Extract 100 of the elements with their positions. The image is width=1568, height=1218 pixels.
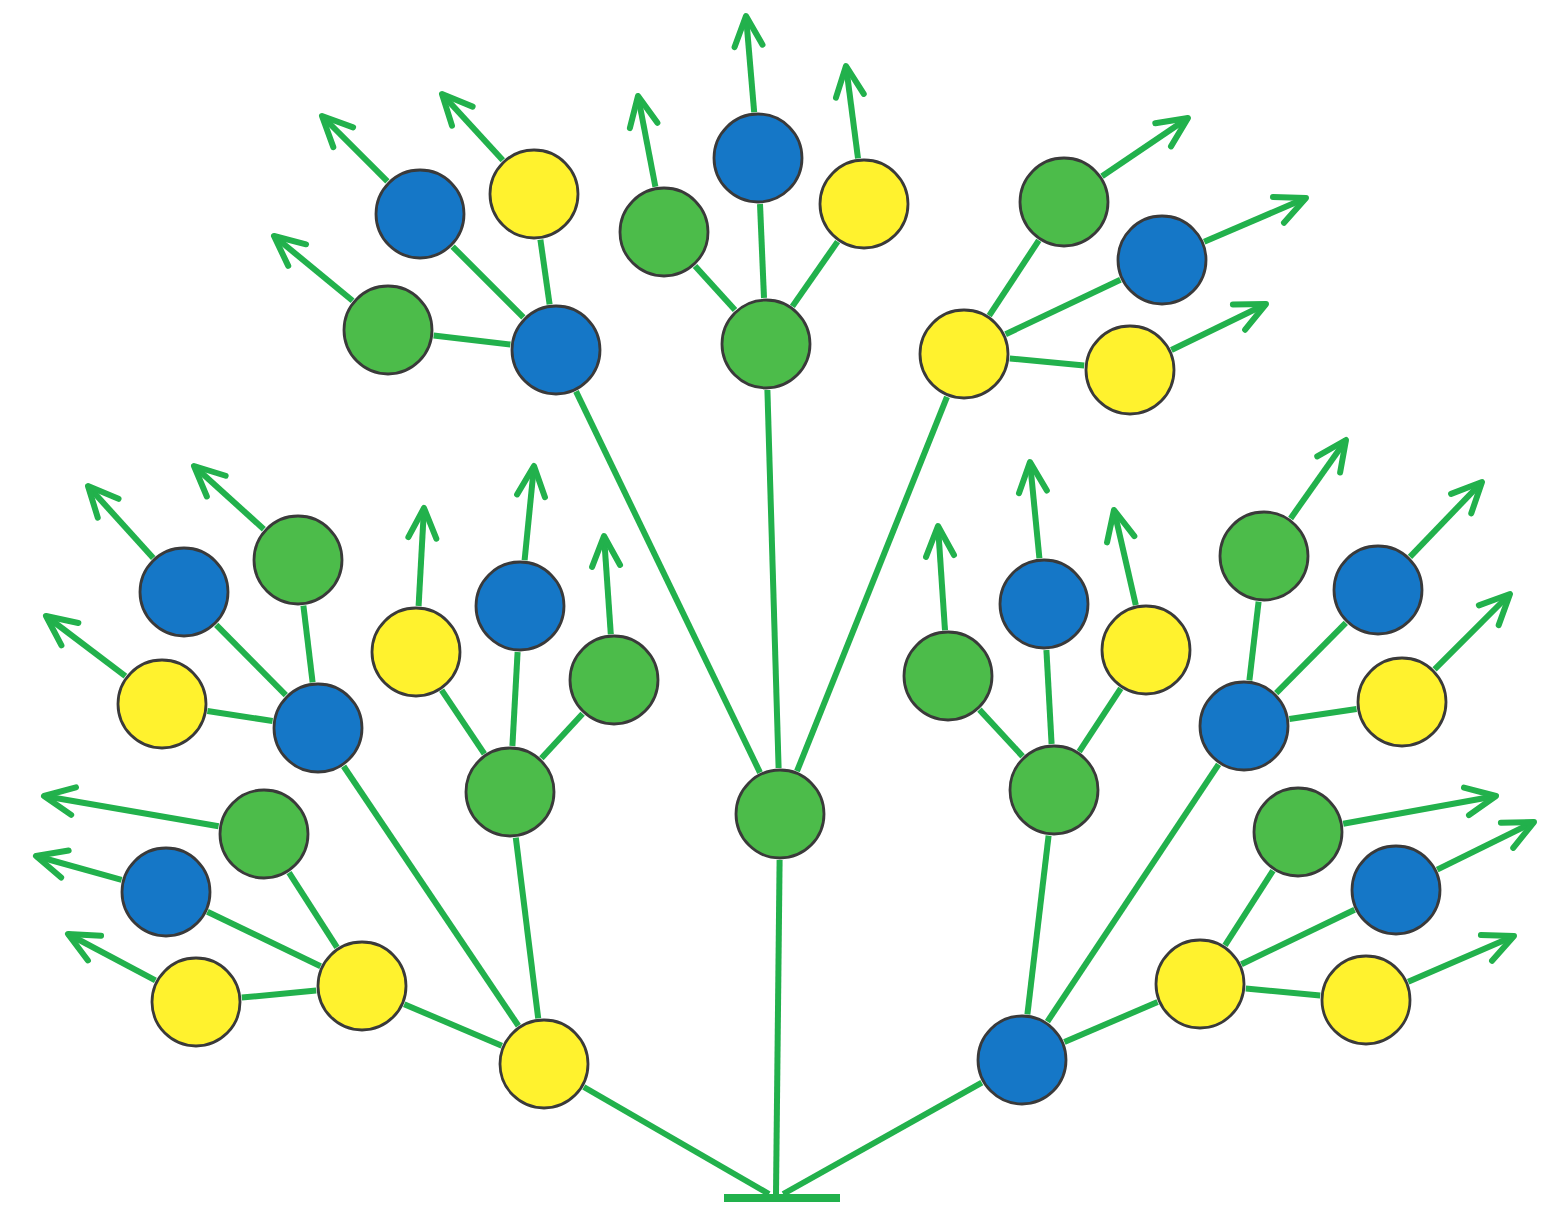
node-circle xyxy=(1356,656,1448,748)
node-circle xyxy=(1218,510,1310,602)
arrow xyxy=(33,847,123,883)
connector-line xyxy=(1063,999,1159,1045)
arrow xyxy=(1170,301,1269,353)
node-circle xyxy=(218,788,310,880)
node-circle xyxy=(374,168,466,260)
connector-line xyxy=(692,264,738,312)
node-circle xyxy=(998,558,1090,650)
node-circle xyxy=(150,956,242,1048)
connector-line xyxy=(1246,601,1262,681)
node-circle xyxy=(1320,954,1412,1046)
connector-line xyxy=(1004,277,1122,337)
node-circle xyxy=(720,298,812,390)
arrow xyxy=(271,233,355,304)
node-circle xyxy=(510,304,602,396)
connector-line xyxy=(773,859,783,1195)
connector-line xyxy=(573,390,763,774)
connector-line xyxy=(1222,868,1276,948)
arrow xyxy=(85,483,156,560)
connector-line xyxy=(1009,355,1085,369)
arrow xyxy=(405,505,440,607)
connector-line xyxy=(582,1084,771,1197)
node-circle xyxy=(1198,680,1290,772)
arrow xyxy=(1342,784,1499,827)
node-circle xyxy=(370,606,462,698)
node-circle xyxy=(488,148,580,240)
arrow xyxy=(589,533,624,635)
connector-line xyxy=(512,837,542,1019)
connector-line xyxy=(300,605,316,683)
arrow xyxy=(319,113,390,184)
connector-line xyxy=(439,688,487,756)
node-circle xyxy=(342,284,434,376)
connector-line xyxy=(794,395,950,773)
connector-line xyxy=(1076,686,1124,754)
arrow xyxy=(1432,591,1513,672)
arrow xyxy=(439,91,505,163)
arrow xyxy=(1288,437,1349,521)
node-circle xyxy=(116,658,208,750)
connector-line xyxy=(214,622,288,698)
arrow xyxy=(1407,932,1517,985)
node-circle xyxy=(1154,938,1246,1030)
arrow xyxy=(1435,819,1537,873)
connector-line xyxy=(206,909,322,969)
node-circle xyxy=(1018,156,1110,248)
arrow xyxy=(1100,115,1191,179)
connector-line xyxy=(241,987,317,1001)
arrow xyxy=(65,931,157,984)
node-circle xyxy=(1008,744,1100,836)
connector-line xyxy=(539,711,585,761)
node-circle xyxy=(272,682,364,774)
connector-line xyxy=(1044,762,1222,1024)
node-circle xyxy=(618,186,710,278)
node-circle xyxy=(1100,604,1192,696)
arrow xyxy=(1016,459,1050,559)
connector-line xyxy=(789,239,841,309)
connector-line xyxy=(1043,649,1055,745)
connector-line xyxy=(1024,835,1052,1015)
node-circle xyxy=(316,940,408,1032)
connector-line xyxy=(986,238,1042,318)
node-circle xyxy=(498,1018,590,1110)
connector-line xyxy=(450,244,526,320)
node-circle xyxy=(568,634,660,726)
node-circle xyxy=(120,846,212,938)
connector-line xyxy=(781,1080,984,1197)
arrow xyxy=(1203,194,1309,245)
node-circle xyxy=(902,630,994,722)
root-bar xyxy=(724,1194,840,1202)
arrow xyxy=(923,523,957,631)
arrow xyxy=(43,613,128,679)
node-circle xyxy=(1252,786,1344,878)
connector-line xyxy=(433,332,511,348)
node-circle xyxy=(464,746,556,838)
arrow xyxy=(1104,507,1139,606)
arrow xyxy=(1407,479,1485,559)
connector-line xyxy=(1288,706,1358,722)
connector-line xyxy=(206,708,274,724)
node-circle xyxy=(918,308,1010,400)
node-circle xyxy=(474,560,566,652)
node-circle xyxy=(734,768,826,860)
node-circle xyxy=(252,514,344,606)
arrow xyxy=(191,463,266,532)
arrow xyxy=(514,463,548,561)
connector-line xyxy=(1245,985,1321,999)
node-circle xyxy=(976,1014,1068,1106)
connector-line xyxy=(509,651,521,747)
connector-line xyxy=(1274,620,1348,696)
connector-line xyxy=(403,1001,503,1049)
node-circle xyxy=(1084,324,1176,416)
connector-line xyxy=(286,870,340,950)
node-circle xyxy=(712,112,804,204)
node-circle xyxy=(1350,844,1442,936)
connector-line xyxy=(341,764,521,1028)
node-circle xyxy=(1116,214,1208,306)
arrow xyxy=(41,784,220,830)
node-circle xyxy=(138,546,230,638)
arrow xyxy=(626,93,661,188)
connector-line xyxy=(537,239,553,305)
node-circle xyxy=(818,158,910,250)
connector-line xyxy=(977,707,1025,759)
